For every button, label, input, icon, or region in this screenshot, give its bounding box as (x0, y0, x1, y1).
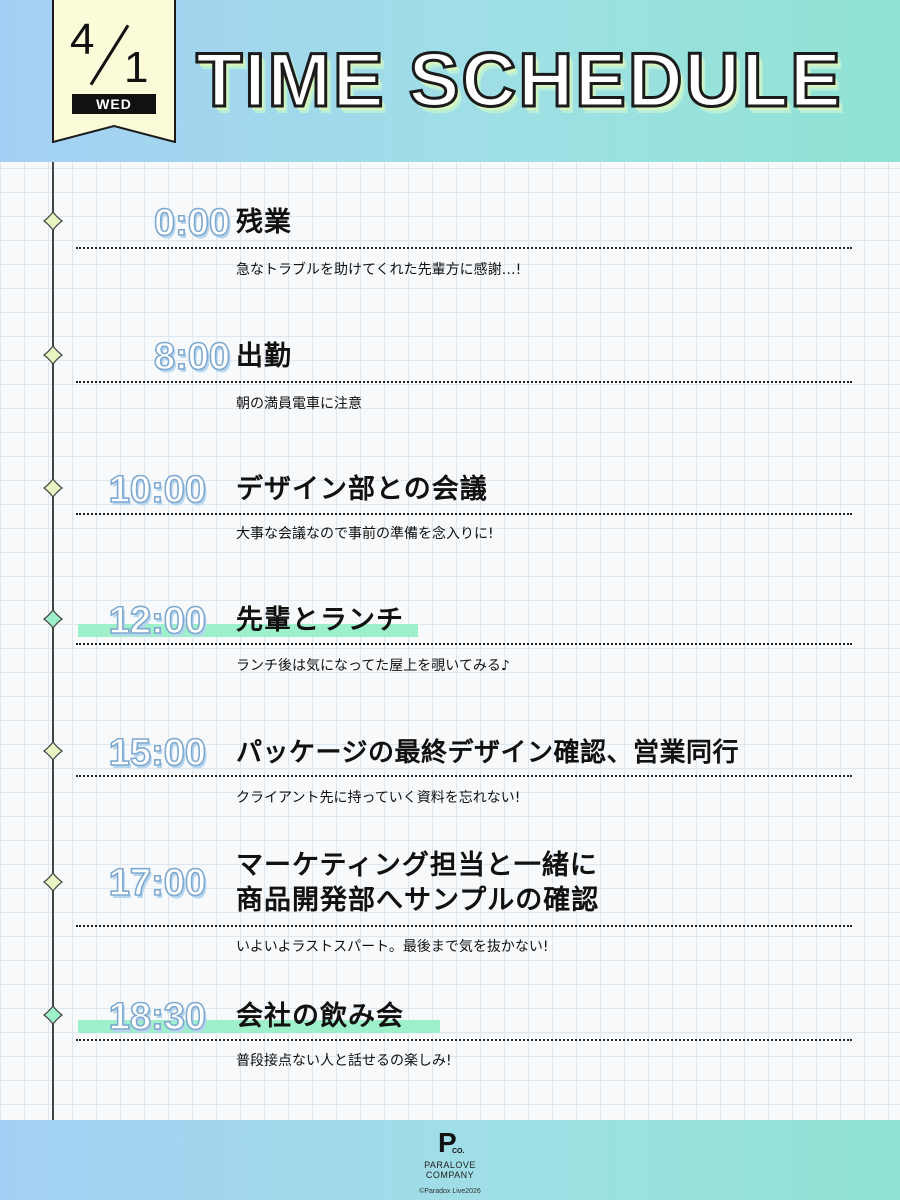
event-title: 残業 (236, 207, 292, 238)
timeline-node-icon (43, 872, 63, 892)
timeline-node-icon (43, 609, 63, 629)
event-note: ランチ後は気になってた屋上を覗いてみる♪ (236, 658, 510, 674)
event-note: 急なトラブルを助けてくれた先輩方に感謝…! (236, 262, 522, 278)
event-time: 17:00 (108, 862, 207, 904)
logo-sub: CO. (452, 1148, 465, 1155)
event-title: パッケージの最終デザイン確認、営業同行 (236, 738, 739, 768)
timeline-node-icon (43, 478, 63, 498)
date-tag (52, 0, 176, 143)
dotted-divider (76, 775, 852, 777)
timeline-node-icon (43, 345, 63, 365)
event-title: 出勤 (236, 341, 292, 372)
event-note: いよいよラストスパート。最後まで気を抜かない! (236, 939, 549, 955)
event-title: 先輩とランチ (236, 605, 404, 636)
dotted-divider (76, 513, 852, 515)
event-title: デザイン部との会議 (236, 474, 488, 505)
date-tag-outline (52, 0, 176, 143)
company-name: PARALOVE COMPANY (400, 1160, 500, 1180)
event-note: 朝の満員電車に注意 (236, 396, 362, 412)
event-time: 12:00 (108, 600, 207, 642)
event-time: 15:00 (108, 732, 207, 774)
timeline-node-icon (43, 741, 63, 761)
event-title-line-2: 商品開発部へサンプルの確認 (236, 885, 600, 916)
event-time: 10:00 (108, 469, 207, 511)
event-time: 0:00 (153, 202, 231, 244)
dotted-divider (76, 643, 852, 645)
timeline-line (52, 162, 54, 1120)
weekday-label: WED (72, 94, 156, 114)
dotted-divider (76, 381, 852, 383)
date-display: 4 1 (62, 14, 168, 92)
event-time: 18:30 (108, 996, 207, 1038)
event-note: 大事な会議なので事前の準備を念入りに! (236, 526, 494, 542)
event-time: 8:00 (153, 336, 231, 378)
dotted-divider (76, 247, 852, 249)
date-day: 1 (124, 43, 149, 92)
date-month: 4 (70, 15, 95, 64)
page-title: TIME SCHEDULE (195, 37, 843, 125)
event-note: クライアント先に持っていく資料を忘れない! (236, 790, 521, 806)
company-name-line-2: COMPANY (425, 1170, 475, 1180)
logo-letter: P (438, 1127, 457, 1158)
company-logo-mark: P CO. (438, 1128, 465, 1158)
event-title: 会社の飲み会 (236, 1001, 404, 1032)
copyright-text: ©Paradox Live2026 (419, 1188, 481, 1195)
event-note: 普段接点ない人と話せるの楽しみ! (236, 1053, 452, 1069)
dotted-divider (76, 925, 852, 927)
footer-banner (0, 1120, 900, 1200)
event-title-line-1: マーケティング担当と一緒に (236, 850, 598, 881)
highlight-marker (78, 624, 418, 637)
timeline-node-icon (43, 211, 63, 231)
highlight-marker (78, 1020, 440, 1033)
company-name-line-1: PARALOVE (424, 1160, 476, 1170)
dotted-divider (76, 1039, 852, 1041)
timeline-node-icon (43, 1005, 63, 1025)
